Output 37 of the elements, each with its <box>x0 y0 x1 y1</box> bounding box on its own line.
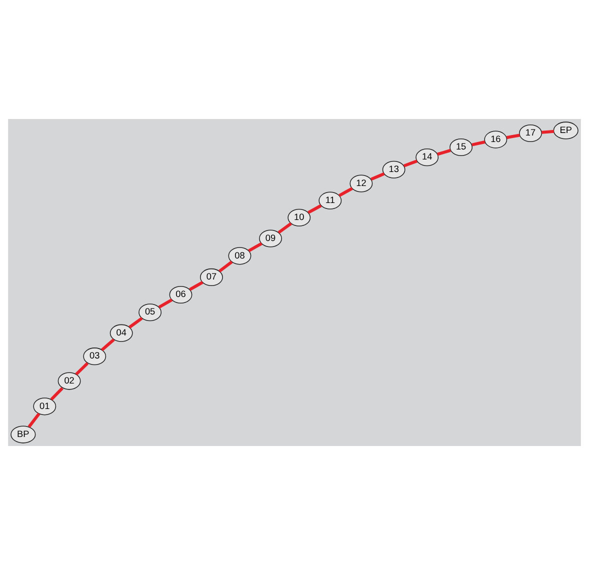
connector <box>437 148 451 156</box>
connector <box>506 134 520 140</box>
connector <box>370 172 385 181</box>
connector <box>248 242 262 252</box>
node-ellipse: 14 <box>416 148 439 166</box>
node-ellipse: 06 <box>169 286 192 304</box>
node-ellipse: 17 <box>519 124 542 142</box>
connector <box>189 280 204 291</box>
node-ellipse: BP <box>10 426 36 444</box>
connector <box>542 130 554 134</box>
connector <box>100 338 115 352</box>
node-ellipse: 02 <box>58 372 81 390</box>
node-ellipse: 16 <box>484 130 508 148</box>
node-ellipse: 04 <box>110 324 133 342</box>
node-ellipse: 15 <box>450 138 473 156</box>
node-ellipse: 12 <box>350 174 373 192</box>
node-ellipse: 10 <box>288 208 311 226</box>
connector <box>28 412 40 428</box>
node-ellipse: 13 <box>382 160 406 178</box>
connector <box>158 298 173 308</box>
connector <box>308 204 322 214</box>
node-ellipse: 07 <box>200 268 223 286</box>
connector <box>338 187 353 197</box>
connector <box>128 316 143 328</box>
node-ellipse: 09 <box>259 230 282 248</box>
connector <box>278 222 292 234</box>
node-ellipse: EP <box>553 122 578 140</box>
connector <box>75 362 89 376</box>
node-ellipse: 08 <box>228 247 252 265</box>
node-ellipse: 05 <box>138 304 162 322</box>
node-ellipse: 11 <box>318 192 342 210</box>
connector <box>472 140 486 146</box>
connector <box>50 387 64 401</box>
node-ellipse: 01 <box>33 398 56 416</box>
connector <box>218 260 233 272</box>
node-ellipse: 03 <box>83 348 106 366</box>
connector <box>403 160 418 168</box>
